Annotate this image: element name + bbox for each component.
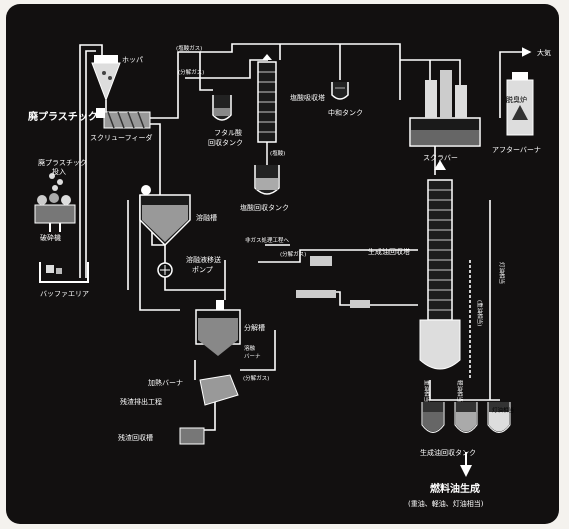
label-to-noncondensable: 非ガス処理工程へ — [245, 236, 290, 244]
product-tank-kero-icon — [488, 402, 510, 433]
melt-tank-icon — [140, 185, 190, 245]
label-after-burner: アフターバーナ — [492, 145, 541, 154]
label-hopper: ホッパ — [122, 56, 143, 64]
label-melt-burner-1: 溶融 — [244, 344, 256, 352]
label-waste-input-1: 廃プラスチック — [38, 158, 87, 167]
label-deodorizer: 脱臭炉 — [506, 95, 527, 104]
scrubber-icon — [410, 70, 480, 146]
label-residue-discharge: 残渣排出工程 — [120, 397, 162, 406]
decomposition-tank-icon — [196, 300, 240, 356]
hcl-absorber-icon — [258, 54, 276, 142]
label-tank-light: 軽油相当 — [456, 380, 464, 402]
label-cracked-gas-2: (分解ガス) — [280, 250, 306, 258]
label-hcl-absorber: 塩酸吸収塔 — [290, 93, 325, 102]
label-fuel-title: 燃料油生成 — [430, 482, 480, 495]
label-heating-burner: 加熱バーナ — [148, 378, 183, 387]
label-light-oil-side: 灯油相当 — [498, 262, 506, 284]
label-hcl-gas: (塩酸ガス) — [176, 44, 202, 52]
label-buffer-area: バッファエリア — [40, 290, 89, 298]
label-tank-heavy: 重油相当 — [423, 380, 431, 402]
cooler-icon — [296, 256, 370, 308]
label-heavy-side: (重油相当) — [476, 300, 484, 326]
residue-tank-icon — [180, 428, 204, 444]
label-scrubber: スクラバー — [423, 154, 458, 162]
crusher-icon — [35, 193, 75, 232]
phthalic-tank-icon — [213, 95, 231, 120]
label-melt-tank: 溶融槽 — [196, 213, 217, 222]
label-fuel-sub: (重油、軽油、灯油相当) — [408, 499, 484, 508]
label-melt-pump-1: 溶融液移送 — [186, 255, 221, 264]
screw-feeder-icon — [96, 108, 150, 128]
label-phthalic-1: フタル酸 — [214, 128, 242, 137]
hcl-recovery-tank-icon — [255, 142, 279, 194]
label-hcl-short: (塩酸) — [270, 149, 285, 157]
label-neutralize-tank: 中和タンク — [328, 108, 363, 117]
product-tank-light-icon — [455, 402, 477, 433]
hopper-icon — [92, 55, 120, 100]
oil-recovery-tower-icon — [420, 160, 460, 369]
label-tank-kero: 灯油相当 — [492, 406, 514, 414]
product-tank-heavy-icon — [422, 402, 444, 433]
label-waste-input-2: 投入 — [52, 167, 66, 176]
label-melt-burner-2: バーナ — [244, 353, 261, 360]
label-atmosphere: 大気 — [537, 48, 551, 57]
heating-burner-icon — [200, 375, 238, 405]
label-oil-tank: 生成油回収タンク — [420, 448, 476, 457]
label-oil-recovery-tower: 生成油回収塔 — [368, 247, 410, 256]
neutralize-tank-icon — [332, 82, 348, 99]
pump-icon — [158, 263, 172, 277]
label-cracked-gas-3: (分解ガス) — [243, 374, 269, 382]
label-melt-pump-2: ポンプ — [192, 266, 213, 274]
label-hcl-recovery-tank: 塩酸回収タンク — [240, 203, 289, 212]
label-screw-feeder: スクリューフィーダ — [90, 133, 152, 142]
label-phthalic-2: 回収タンク — [208, 138, 243, 147]
label-waste-plastic: 廃プラスチック — [28, 110, 98, 123]
label-residue-tank: 残渣回収槽 — [118, 433, 153, 442]
label-decomposition-tank: 分解槽 — [244, 323, 265, 332]
label-crusher: 破砕機 — [40, 233, 61, 242]
label-cracked-gas: (分解ガス) — [178, 68, 204, 76]
